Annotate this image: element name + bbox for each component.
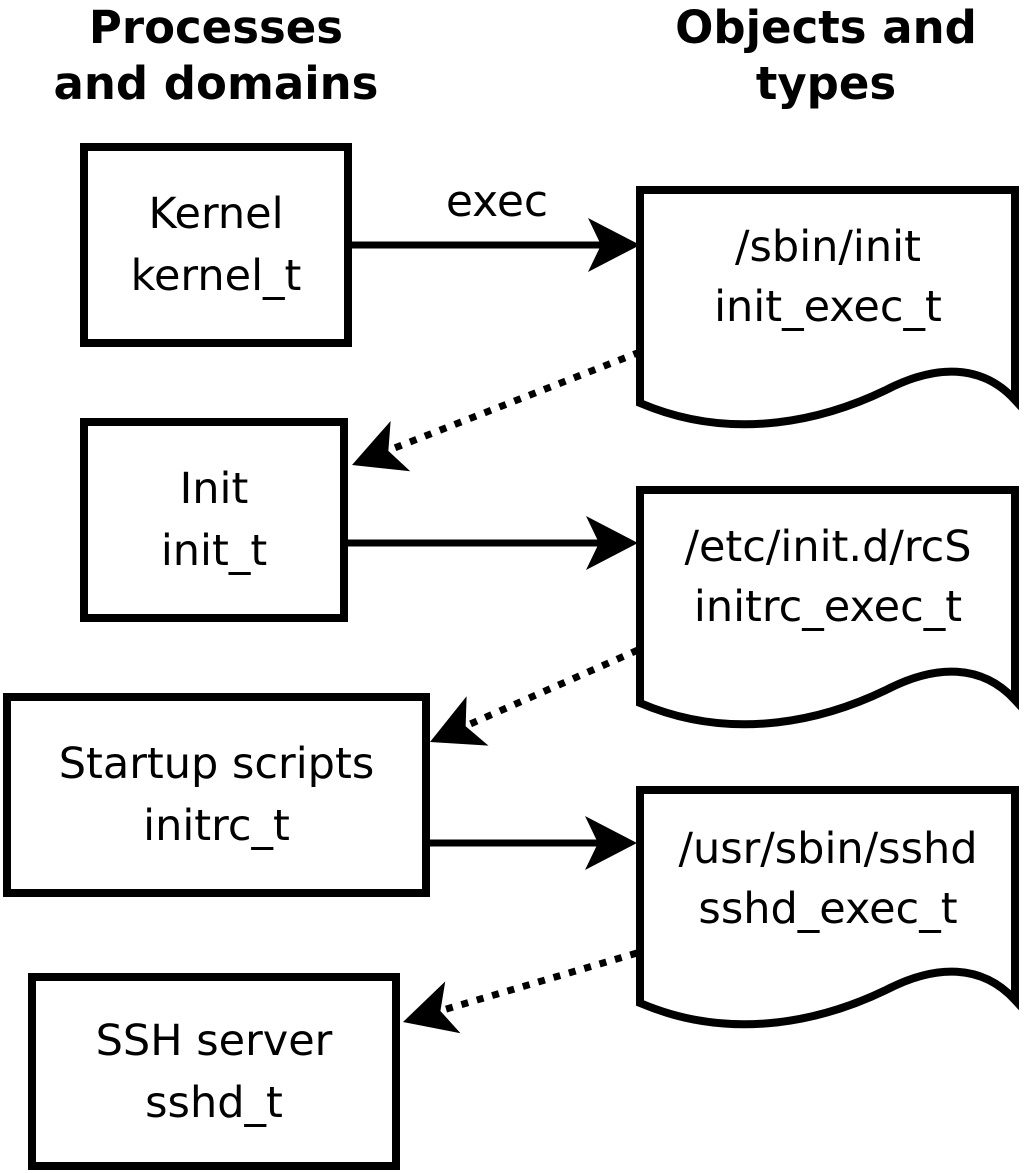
process-node-init: Init init_t: [80, 418, 348, 622]
process-name-label: Init: [179, 464, 249, 514]
object-type-label: init_exec_t: [714, 282, 942, 332]
object-label-etc-initd-rcs: /etc/init.d/rcS initrc_exec_t: [640, 517, 1016, 637]
process-name-label: SSH server: [95, 1015, 333, 1066]
document-shape: [636, 786, 1019, 1029]
object-type-label: initrc_exec_t: [693, 582, 963, 632]
arrowhead-icon: [430, 696, 489, 746]
exec-arrow-kernel-to-init: [348, 218, 640, 272]
process-node-startup-scripts: Startup scripts initrc_t: [3, 693, 430, 897]
transition-arrow-sshdexec-to-sshd: [403, 949, 638, 1034]
dotted-arrow-shaft: [442, 949, 638, 1014]
arrowhead-icon: [403, 981, 461, 1034]
dotted-arrow-shaft: [466, 646, 640, 729]
transition-arrow-initrcexec-to-initrc: [430, 646, 640, 746]
process-type-label: init_t: [160, 526, 268, 576]
header-line: Processes: [88, 1, 344, 54]
exec-arrow-label: exec: [445, 176, 549, 227]
document-shape: [636, 186, 1019, 429]
object-label-sbin-init: /sbin/init init_exec_t: [640, 217, 1016, 337]
arrowhead-icon: [585, 816, 637, 870]
process-node-kernel: Kernel kernel_t: [80, 143, 352, 347]
exec-arrow-initrc-to-sshd: [424, 816, 637, 870]
object-type-label: sshd_exec_t: [698, 884, 958, 934]
exec-arrow-init-to-rcs: [344, 516, 638, 570]
header-line: Objects and: [675, 1, 977, 54]
transition-arrow-initexec-to-init: [352, 348, 642, 472]
column-header-processes-and-domains: Processes and domains: [0, 0, 432, 112]
header-line: types: [755, 57, 897, 110]
object-path-label: /etc/init.d/rcS: [684, 522, 972, 572]
arrowhead-icon: [586, 516, 638, 570]
object-label-usr-sbin-sshd: /usr/sbin/sshd sshd_exec_t: [640, 819, 1016, 939]
process-type-label: kernel_t: [130, 251, 302, 301]
object-node-etc-initd-rcs: [636, 486, 1019, 729]
column-header-objects-and-types: Objects and types: [628, 0, 1024, 112]
process-node-ssh-server: SSH server sshd_t: [28, 973, 400, 1170]
dotted-arrow-shaft: [390, 348, 642, 453]
document-shape: [636, 486, 1019, 729]
process-name-label: Startup scripts: [58, 739, 375, 789]
object-node-sbin-init: [636, 186, 1019, 429]
object-node-usr-sbin-sshd: [636, 786, 1019, 1029]
arrowhead-icon: [352, 420, 411, 472]
process-name-label: Kernel: [148, 189, 284, 239]
object-path-label: /sbin/init: [735, 222, 921, 272]
object-path-label: /usr/sbin/sshd: [678, 824, 978, 874]
header-line: and domains: [53, 57, 379, 110]
process-type-label: initrc_t: [143, 801, 290, 851]
arrowhead-icon: [588, 218, 640, 272]
process-type-label: sshd_t: [145, 1077, 283, 1128]
